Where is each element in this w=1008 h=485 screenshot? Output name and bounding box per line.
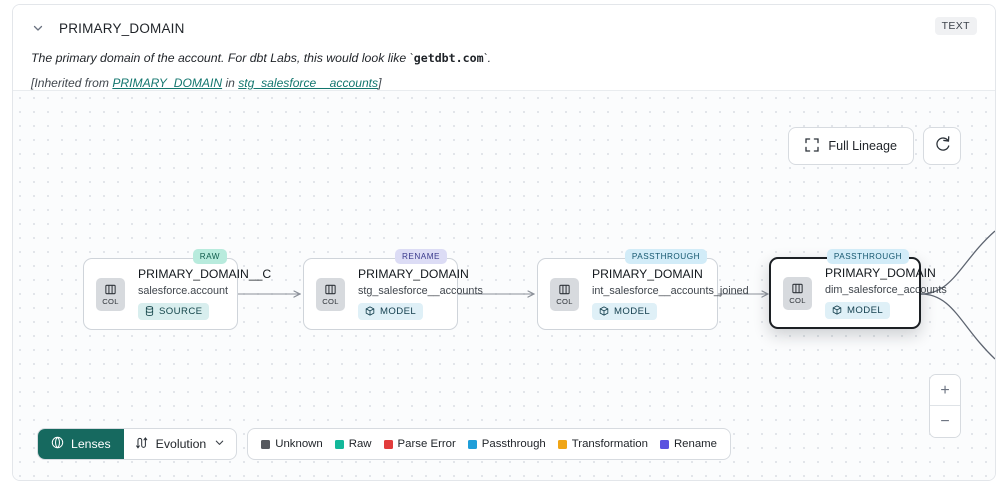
node-entity-label: SOURCE [159,305,203,317]
legend-swatch-parse-error [383,439,393,449]
legend-swatch-raw [334,439,344,449]
node-kind-badge: PASSTHROUGH [826,249,909,264]
inherited-note: [Inherited from PRIMARY_DOMAIN in stg_sa… [31,76,977,90]
legend-item: Transformation [557,438,648,450]
lineage-node[interactable]: RENAME COL PRIMARY_DOMAIN stg_salesforce… [303,249,483,330]
node-entity-label: MODEL [614,305,651,317]
node-kind-badge: RENAME [394,249,447,264]
evolution-label: Evolution [155,437,207,451]
inherited-middle: in [222,75,239,90]
column-lineage-panel: PRIMARY_DOMAIN TEXT The primary domain o… [12,4,996,481]
node-source: int_salesforce__accounts_joined [592,284,749,297]
expand-icon [805,137,820,155]
refresh-button[interactable] [923,127,961,165]
node-name: PRIMARY_DOMAIN__C [138,266,272,281]
legend-item: Parse Error [383,438,456,450]
evolution-dropdown[interactable]: Evolution [124,429,237,459]
node-body: PRIMARY_DOMAIN int_salesforce__accounts_… [592,267,749,322]
refresh-icon [934,136,951,156]
inherited-suffix: ] [378,75,382,90]
full-lineage-label: Full Lineage [828,139,897,153]
lineage-bottom-bar: Lenses Evolution Unknown [37,428,731,460]
node-source: salesforce.account [138,284,229,297]
col-chip: COL [316,277,345,311]
legend-item: Rename [659,438,717,450]
inherited-model-link[interactable]: stg_salesforce__accounts [238,75,379,90]
col-chip-label: COL [556,296,573,306]
full-lineage-button[interactable]: Full Lineage [788,127,914,165]
node-body: PRIMARY_DOMAIN__C salesforce.account SOU… [138,267,271,322]
node-entity-badge: MODEL [358,302,424,320]
lenses-button[interactable]: Lenses [38,429,124,459]
column-description: The primary domain of the account. For d… [31,51,977,67]
lens-icon [51,436,64,452]
legend-swatch-unknown [261,439,271,449]
lineage-node-selected[interactable]: PASSTHROUGH COL PRIMARY_DOMAIN dim_sales… [769,249,947,329]
node-name: PRIMARY_DOMAIN [592,266,703,281]
col-chip-label: COL [789,295,806,305]
zoom-controls: + − [929,374,961,438]
lenses-label: Lenses [71,437,111,451]
node-source: dim_salesforce_accounts [825,283,947,296]
lineage-canvas[interactable]: Full Lineage RAW COL PRIMARY_DOMAIN__C [13,90,995,480]
node-entity-badge: SOURCE [138,302,210,320]
legend-item: Raw [334,438,372,450]
zoom-out-button[interactable]: − [930,406,960,437]
lineage-edges [237,230,995,360]
node-body: PRIMARY_DOMAIN stg_salesforce__accounts … [358,267,483,322]
node-entity-label: MODEL [380,305,417,317]
node-entity-badge: MODEL [825,301,891,319]
node-kind-badge: RAW [192,249,227,264]
chevron-down-icon [214,437,225,451]
lenses-evolution-group: Lenses Evolution [37,428,238,460]
description-text-post: `. [483,51,492,65]
description-text-pre: The primary domain of the account. For d… [31,51,414,65]
lineage-top-controls: Full Lineage [788,127,961,165]
legend-swatch-passthrough [467,439,477,449]
page-title: PRIMARY_DOMAIN [59,20,185,36]
legend-item: Passthrough [467,438,546,450]
legend-swatch-transformation [557,439,567,449]
col-chip: COL [96,277,125,311]
node-body: PRIMARY_DOMAIN dim_salesforce_accounts M… [825,266,947,321]
col-chip: COL [783,276,812,310]
node-entity-label: MODEL [847,304,884,316]
col-chip: COL [550,277,579,311]
inherited-column-link[interactable]: PRIMARY_DOMAIN [112,75,223,90]
legend-swatch-rename [659,439,669,449]
chevron-down-icon[interactable] [31,21,45,35]
legend-label: Unknown [275,438,323,450]
legend-label: Transformation [571,438,648,450]
legend-label: Rename [673,438,717,450]
zoom-in-button[interactable]: + [930,375,960,406]
lineage-node[interactable]: PASSTHROUGH COL PRIMARY_DOMAIN int_sales… [537,249,749,330]
lineage-legend: Unknown Raw Parse Error Passthrough Tran… [247,428,731,460]
status-badge: TEXT [934,17,977,35]
legend-label: Parse Error [397,438,456,450]
lineage-node[interactable]: RAW COL PRIMARY_DOMAIN__C salesforce.acc… [83,249,271,330]
inherited-prefix: [Inherited from [31,75,113,90]
node-source: stg_salesforce__accounts [358,284,483,297]
title-row: PRIMARY_DOMAIN [31,17,977,39]
node-kind-badge: PASSTHROUGH [624,249,707,264]
col-chip-label: COL [102,296,119,306]
legend-label: Passthrough [481,438,546,450]
node-name: PRIMARY_DOMAIN [358,266,469,281]
legend-item: Unknown [261,438,323,450]
node-name: PRIMARY_DOMAIN [825,265,936,280]
col-chip-label: COL [322,296,339,306]
evolution-icon [135,436,148,453]
description-code: getdbt.com [413,51,484,65]
column-header: PRIMARY_DOMAIN TEXT The primary domain o… [13,5,995,90]
legend-label: Raw [348,438,372,450]
node-entity-badge: MODEL [592,302,658,320]
